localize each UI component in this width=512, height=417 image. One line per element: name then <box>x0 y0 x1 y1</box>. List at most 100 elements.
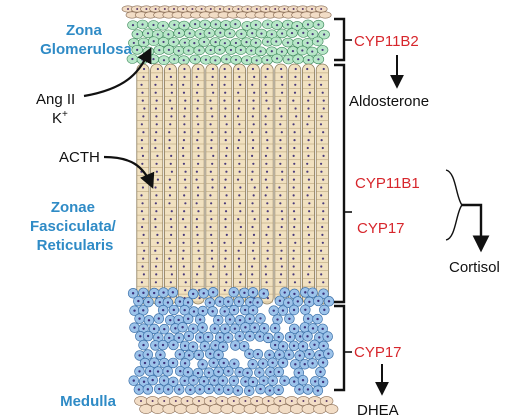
fasciculata-nucleus <box>143 178 146 181</box>
glomerulosa-nucleus <box>229 48 233 52</box>
fasciculata-nucleus <box>279 273 283 276</box>
fasciculata-nucleus <box>156 178 160 181</box>
fasciculata-nucleus <box>156 241 159 244</box>
fasciculata-nucleus <box>169 75 172 78</box>
fasciculata-nucleus <box>307 186 311 189</box>
fasciculata-nucleus <box>320 265 323 268</box>
medulla-nucleus <box>271 379 274 382</box>
fasciculata-nucleus <box>306 146 309 150</box>
fasciculata-nucleus <box>322 210 325 213</box>
fasciculata-nucleus <box>279 257 283 260</box>
medulla-nucleus <box>218 336 222 339</box>
fasciculata-nucleus <box>224 115 227 118</box>
medulla-nucleus <box>321 361 325 364</box>
glomerulosa-nucleus <box>323 33 326 36</box>
fasciculata-nucleus <box>183 115 186 118</box>
zonae-fasciculata-label: Zonae Fasciculata/ Reticularis <box>30 199 120 254</box>
fasciculata-nucleus <box>251 249 255 252</box>
fasciculata-nucleus <box>140 123 143 126</box>
fasciculata-nucleus <box>292 202 295 205</box>
fasciculata-nucleus <box>170 107 173 110</box>
fasciculata-nucleus <box>322 131 325 134</box>
glomerulosa-nucleus <box>266 40 269 43</box>
fasciculata-nucleus <box>155 194 158 197</box>
medulla-nucleus <box>138 370 141 373</box>
medulla-nucleus <box>258 371 261 374</box>
glomerulosa-nucleus <box>234 58 238 61</box>
capsule-nucleus <box>283 8 286 10</box>
glomerulosa-nucleus <box>194 23 197 26</box>
fasciculata-nucleus <box>280 265 283 268</box>
fasciculata-nucleus <box>183 178 187 181</box>
medulla-base-nucleus <box>302 400 305 402</box>
fasciculata-nucleus <box>281 170 284 173</box>
capsule-nucleus <box>127 8 129 10</box>
medulla-nucleus <box>306 335 309 338</box>
medulla-nucleus <box>138 354 141 357</box>
fasciculata-nucleus <box>209 123 212 126</box>
zona-glomerulosa-cells <box>126 19 330 66</box>
fasciculata-nucleus <box>238 170 241 173</box>
fasciculata-nucleus <box>294 107 297 110</box>
medulla-nucleus <box>261 362 265 365</box>
medulla-nucleus <box>318 354 321 357</box>
medulla-nucleus <box>308 300 311 304</box>
enzyme-brace <box>445 169 463 241</box>
medulla-nucleus <box>203 345 206 348</box>
medulla-nucleus <box>311 362 314 365</box>
fasciculata-nucleus <box>154 265 158 268</box>
fasciculata-nucleus <box>322 154 325 157</box>
fasciculata-nucleus <box>307 139 310 142</box>
fasciculata-nucleus <box>281 218 284 221</box>
fasciculata-nucleus <box>236 146 240 150</box>
fasciculata-nucleus <box>292 170 296 173</box>
fasciculata-nucleus <box>184 186 187 189</box>
fasciculata-nucleus <box>319 162 323 165</box>
fasciculata-nucleus <box>320 194 323 197</box>
fasciculata-nucleus <box>308 257 311 260</box>
fasciculata-nucleus <box>197 249 200 252</box>
fasciculata-nucleus <box>265 131 268 134</box>
medulla-nucleus <box>238 335 241 338</box>
glomerulosa-nucleus <box>270 50 273 53</box>
fasciculata-nucleus <box>141 186 145 189</box>
medulla-nucleus <box>303 363 306 366</box>
glomerulosa-nucleus <box>286 23 289 26</box>
fasciculata-nucleus <box>293 146 296 150</box>
fasciculata-nucleus <box>195 218 198 221</box>
fasciculata-nucleus <box>253 91 256 94</box>
glomerulosa-nucleus <box>208 31 211 35</box>
medulla-nucleus <box>228 318 232 321</box>
medulla-nucleus <box>311 327 315 330</box>
medulla-nucleus <box>244 326 247 329</box>
fasciculata-nucleus <box>184 281 187 284</box>
fasciculata-nucleus <box>183 194 186 197</box>
fasciculata-nucleus <box>306 123 309 126</box>
fasciculata-nucleus <box>281 83 284 86</box>
medulla-nucleus <box>283 291 286 294</box>
fasciculata-nucleus <box>197 123 200 126</box>
medulla-nucleus <box>167 336 171 340</box>
glomerulosa-nucleus <box>141 23 144 26</box>
medulla-nucleus <box>273 343 277 347</box>
fasciculata-nucleus <box>308 249 311 252</box>
glomerulosa-nucleus <box>182 24 186 27</box>
fasciculata-nucleus <box>239 210 242 213</box>
fasciculata-nucleus <box>251 202 254 205</box>
glomerulosa-nucleus <box>301 49 304 52</box>
medulla-nucleus <box>212 361 215 365</box>
fasciculata-nucleus <box>210 139 213 142</box>
medulla-nucleus <box>162 379 166 382</box>
fasciculata-nucleus <box>306 225 310 229</box>
fasciculata-nucleus <box>212 154 215 157</box>
fasciculata-nucleus <box>252 139 255 142</box>
fasciculata-nucleus <box>225 233 228 236</box>
medulla-nucleus <box>139 335 142 338</box>
fasciculata-nucleus <box>168 257 171 260</box>
fasciculata-nucleus <box>251 146 255 150</box>
glomerulosa-nucleus <box>203 40 206 44</box>
fasciculata-nucleus <box>155 131 158 134</box>
aldosterone-label: Aldosterone <box>349 93 429 110</box>
fasciculata-nucleus <box>210 257 214 260</box>
